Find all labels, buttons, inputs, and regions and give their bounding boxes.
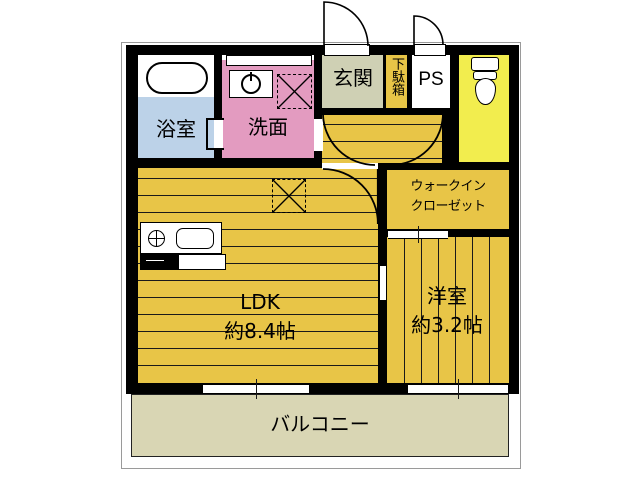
washroom-label: 洗面 (248, 115, 288, 139)
bedroom-board-line (455, 236, 456, 383)
ldk-storage-space (272, 179, 306, 213)
ldk-door-swing-arc (322, 168, 380, 225)
balcony-label: バルコニー (270, 412, 370, 436)
wall-left (126, 45, 138, 390)
ldk-board-line (138, 212, 378, 213)
closet-door-mullion (418, 226, 419, 243)
ldk-entry-opening (322, 163, 378, 169)
room-bathroom-floor (138, 97, 214, 158)
ldk-area-label: 約8.4帖 (224, 319, 296, 343)
bedroom-label: 洋室 (427, 284, 467, 308)
kitchen-counter-extension (178, 254, 226, 270)
ldk-label: LDK (240, 290, 280, 314)
ldk-board-line (138, 314, 378, 315)
ldk-board-line (138, 246, 378, 247)
vanity-faucet (250, 72, 252, 81)
wall-right (509, 45, 519, 390)
room-balcony (131, 394, 509, 457)
room-ldk-floor (138, 163, 378, 383)
pipe-space (412, 55, 450, 108)
ldk-board-line (138, 297, 378, 298)
wall-ldk-top (126, 158, 322, 168)
corridor-door-swing-arc (322, 112, 376, 166)
bathroom-door-leaf (206, 118, 208, 150)
washroom-door-opening (314, 119, 323, 151)
ldk-board-line (138, 229, 378, 230)
bedroom-board-line (472, 236, 473, 383)
corridor-board-line (322, 158, 442, 159)
wall-shoecabinet-left (383, 55, 386, 108)
ps-door-swing-arc (413, 15, 444, 46)
kitchen-sink-basin (176, 228, 214, 249)
wall-entrance-bottom (322, 108, 450, 115)
entrance-door-frame (324, 44, 370, 56)
washing-machine-x-mark (277, 74, 312, 109)
toilet-tank (471, 57, 499, 71)
walkin-closet-label-line2: クローゼット (410, 199, 486, 214)
wall-washroom-right (314, 55, 322, 168)
walkin-closet-label-line1: ウォークイン (410, 179, 486, 194)
wall-bath-washroom-divider (214, 55, 222, 168)
bathtub-fixture (146, 62, 208, 94)
room-walkin-closet-floor (387, 168, 509, 230)
ldk-board-line (138, 280, 378, 281)
washing-machine-space (277, 74, 312, 109)
ldk-board-line (138, 331, 378, 332)
balcony-border (131, 394, 509, 457)
bathroom-label: 浴室 (156, 117, 196, 141)
stove-cross-mark (148, 230, 165, 247)
corridor-floor (322, 108, 442, 166)
entrance-label: 玄関 (333, 66, 373, 90)
bedroom-board-line (489, 236, 490, 383)
ldk-board-line (138, 348, 378, 349)
bedroom-window-mullion (458, 379, 459, 399)
bathroom-door-sill (206, 148, 224, 150)
ldk-storage-x-mark (272, 179, 306, 213)
ldk-board-line (138, 365, 378, 366)
corridor-board-line (322, 124, 442, 125)
shoe-cabinet-label: 下駄箱 (389, 57, 404, 96)
wall-wic-top (378, 163, 509, 170)
washroom-window (226, 55, 312, 66)
ldk-board-line (138, 178, 378, 179)
bathroom-door-opening (214, 118, 223, 150)
wall-top (126, 45, 514, 55)
wall-ps-right (450, 55, 459, 168)
room-entrance-floor (322, 55, 385, 108)
ldk-board-line (138, 263, 378, 264)
plan-outer-frame (121, 42, 521, 469)
kitchen-cabinet-handle (146, 260, 164, 261)
ps-door-frame (414, 44, 446, 56)
entrance-door-swing-arc (323, 1, 369, 47)
bedroom-board-line (404, 236, 405, 383)
pipe-space-label: PS (418, 69, 444, 90)
shoe-cabinet (385, 55, 408, 108)
wall-bottom (126, 383, 519, 394)
bedroom-door-opening (379, 265, 387, 301)
bedroom-board-line (438, 236, 439, 383)
ldk-board-line (138, 195, 378, 196)
bathroom-door-head (206, 118, 224, 120)
toilet-bowl (475, 78, 496, 105)
room-bedroom-floor (387, 236, 509, 383)
bedroom-area-label: 約3.2帖 (411, 313, 483, 337)
ldk-window-mullion (256, 379, 257, 399)
bedroom-board-line (421, 236, 422, 383)
corridor-right-door-arc (390, 112, 444, 166)
wall-shoecabinet-right (407, 55, 412, 108)
wall-corridor-right (442, 108, 450, 166)
corridor-board-line (322, 141, 442, 142)
kitchen-base-cabinet (140, 254, 178, 270)
